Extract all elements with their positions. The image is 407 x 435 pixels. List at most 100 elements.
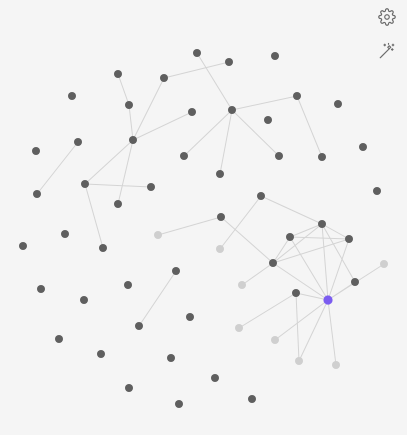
graph-edge [321, 223, 329, 301]
graph-node[interactable] [293, 92, 301, 100]
graph-node[interactable] [160, 74, 168, 82]
graph-node[interactable] [286, 233, 294, 241]
graph-node[interactable] [175, 400, 183, 408]
graph-node[interactable] [359, 143, 367, 151]
graph-node[interactable] [19, 242, 27, 250]
graph-node[interactable] [271, 336, 279, 344]
graph-nodes [19, 49, 388, 408]
graph-node[interactable] [135, 322, 143, 330]
graph-node[interactable] [188, 108, 196, 116]
graph-node[interactable] [99, 244, 107, 252]
graph-node[interactable] [295, 357, 303, 365]
graph-node[interactable] [33, 190, 41, 198]
graph-edge [321, 223, 350, 240]
graph-animate-button[interactable] [376, 42, 398, 64]
graph-node[interactable] [318, 220, 326, 228]
graph-settings-button[interactable] [376, 7, 398, 31]
graph-edge [327, 281, 356, 301]
graph-edge [157, 216, 222, 236]
graph-node[interactable] [154, 231, 162, 239]
graph-edge [241, 262, 274, 286]
graph-edge [238, 292, 297, 329]
graph-node[interactable] [37, 285, 45, 293]
graph-node[interactable] [318, 153, 326, 161]
graph-edge [84, 183, 152, 188]
graph-node[interactable] [238, 281, 246, 289]
graph-edge [132, 111, 193, 141]
graph-edges [36, 52, 385, 366]
graph-node[interactable] [211, 374, 219, 382]
graph-edge [183, 109, 233, 157]
graph-node[interactable] [292, 289, 300, 297]
graph-edge [327, 238, 350, 301]
graph-node[interactable] [125, 384, 133, 392]
graph-edge [274, 299, 329, 341]
graph-node[interactable] [61, 230, 69, 238]
graph-edge [117, 73, 130, 106]
graph-node[interactable] [32, 147, 40, 155]
graph-edge [84, 183, 104, 249]
graph-edge [84, 139, 134, 185]
gear-icon [378, 7, 396, 31]
graph-node[interactable] [380, 260, 388, 268]
graph-node[interactable] [248, 395, 256, 403]
graph-node[interactable] [275, 152, 283, 160]
graph-node[interactable] [269, 259, 277, 267]
graph-node[interactable] [271, 52, 279, 60]
graph-node[interactable] [351, 278, 359, 286]
graph-node[interactable] [257, 192, 265, 200]
graph-edge [231, 95, 298, 111]
graph-node[interactable] [172, 267, 180, 275]
graph-edge [327, 299, 337, 366]
graph-node[interactable] [81, 180, 89, 188]
graph-edge [289, 223, 323, 238]
graph-node[interactable] [129, 136, 137, 144]
graph-edge [132, 77, 165, 141]
graph-node[interactable] [216, 245, 224, 253]
graph-node[interactable] [80, 296, 88, 304]
graph-edge [219, 195, 262, 250]
graph-edge [231, 109, 280, 157]
graph-edge [296, 95, 323, 158]
graph-node[interactable] [114, 70, 122, 78]
graph-edge [289, 236, 329, 301]
graph-edge [272, 238, 350, 264]
graph-edge [289, 236, 350, 240]
graph-node[interactable] [235, 324, 243, 332]
graph-edge [272, 223, 323, 264]
graph-node[interactable] [228, 106, 236, 114]
graph-node-active[interactable] [323, 295, 333, 305]
graph-node[interactable] [180, 152, 188, 160]
graph-node[interactable] [332, 361, 340, 369]
graph-edge [272, 236, 291, 264]
graph-edge [272, 262, 329, 301]
graph-node[interactable] [334, 100, 342, 108]
graph-node[interactable] [74, 138, 82, 146]
graph-node[interactable] [193, 49, 201, 57]
graph-edge [219, 109, 233, 175]
graph-node[interactable] [114, 200, 122, 208]
graph-node[interactable] [216, 170, 224, 178]
graph-node[interactable] [186, 313, 194, 321]
graph-node[interactable] [124, 281, 132, 289]
graph-node[interactable] [167, 354, 175, 362]
graph-edge [138, 270, 177, 327]
graph-edge [117, 139, 134, 205]
graph-edge [295, 292, 329, 301]
graph-node[interactable] [345, 235, 353, 243]
graph-node[interactable] [217, 213, 225, 221]
graph-node[interactable] [55, 335, 63, 343]
graph-edge [321, 223, 356, 283]
graph-node[interactable] [97, 350, 105, 358]
graph-edge [260, 195, 323, 225]
graph-edge [36, 141, 79, 195]
graph-node[interactable] [125, 101, 133, 109]
graph-edge [298, 299, 329, 362]
graph-node[interactable] [373, 187, 381, 195]
graph-node[interactable] [264, 116, 272, 124]
graph-node[interactable] [225, 58, 233, 66]
graph-node[interactable] [68, 92, 76, 100]
graph-node[interactable] [147, 183, 155, 191]
